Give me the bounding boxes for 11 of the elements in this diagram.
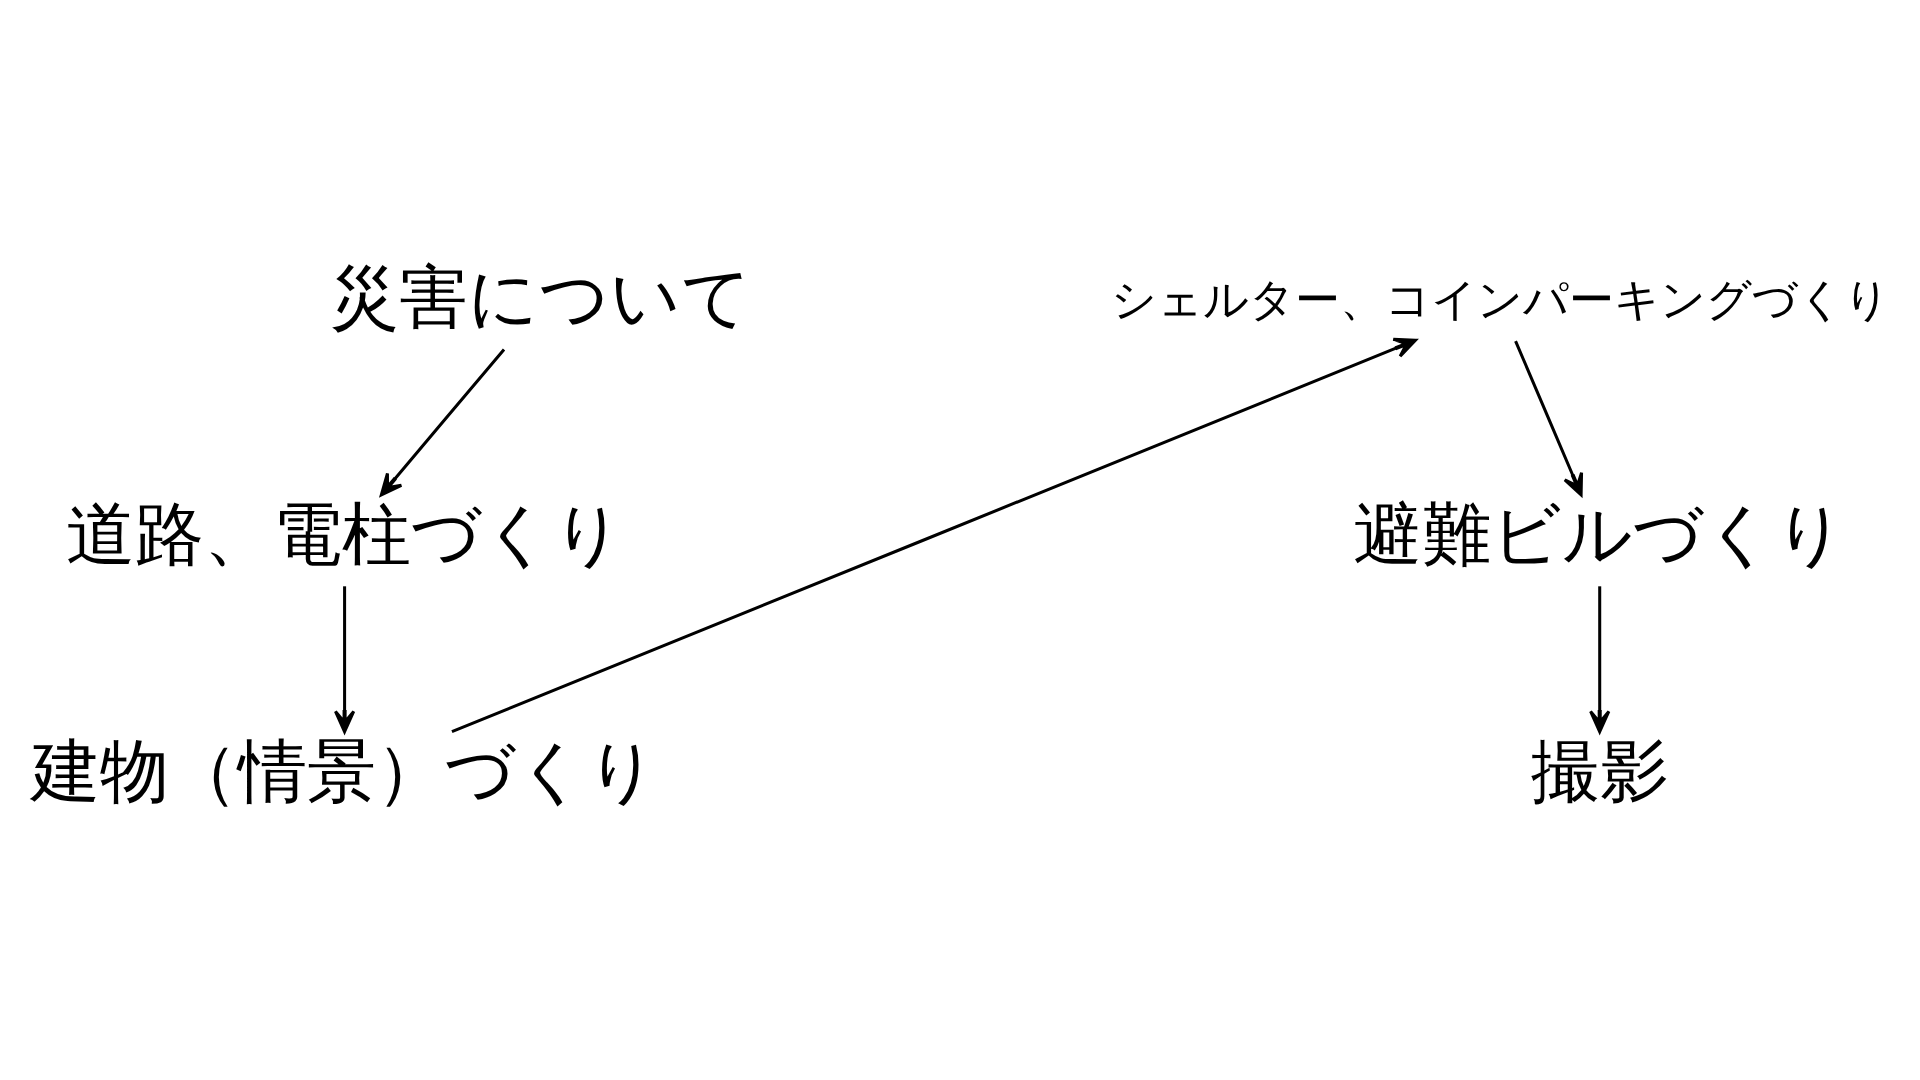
node-text: 撮影 — [1530, 730, 1669, 811]
arrow — [379, 347, 506, 496]
arrow — [333, 585, 356, 733]
node-text: 避難ビルづくり — [1353, 493, 1847, 574]
arrow — [451, 337, 1418, 733]
node-text: シェルター、コインパーキングづくり — [1111, 273, 1891, 326]
arrow — [1514, 339, 1584, 496]
node-text: 災害について — [329, 256, 752, 337]
arrow — [1589, 585, 1611, 733]
node-text: 道路、電柱づくり — [65, 493, 624, 574]
node-text: 建物（情景）づくり — [31, 730, 659, 811]
